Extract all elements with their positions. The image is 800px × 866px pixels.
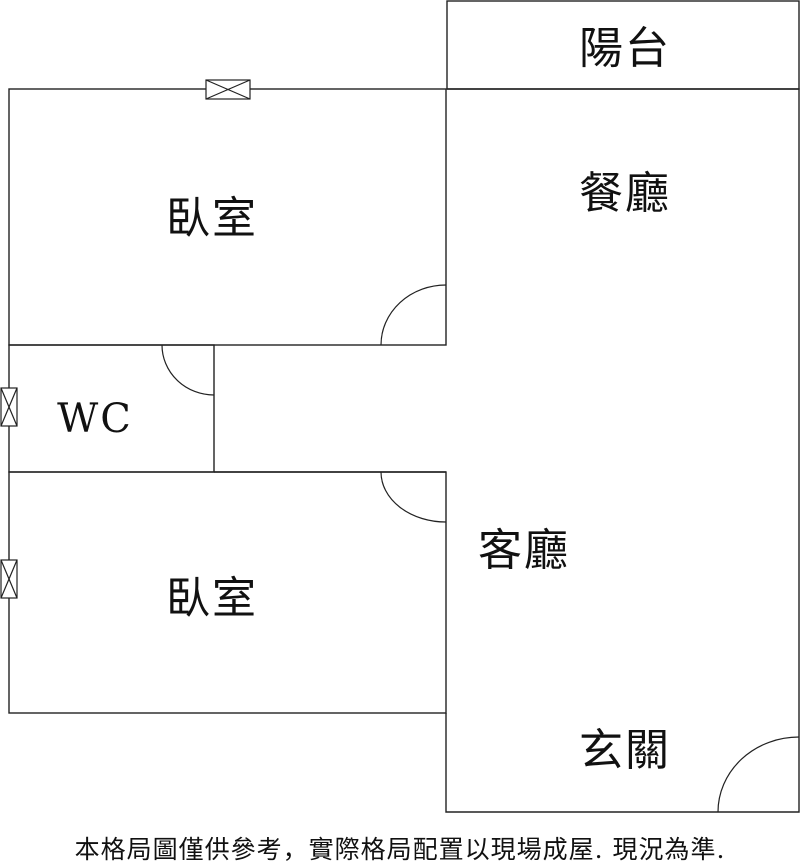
window-icon — [0, 387, 18, 427]
door-swing-icon — [161, 344, 215, 396]
room-label-living: 客廳 — [478, 525, 570, 576]
room-label-wc: WC — [57, 396, 133, 442]
window-icon — [0, 559, 18, 599]
door-swing-icon — [717, 736, 800, 813]
door-swing-icon — [380, 471, 447, 523]
room-label-bedroom-bottom: 臥室 — [166, 573, 258, 624]
room-label-dining: 餐廳 — [579, 168, 671, 219]
room-label-bedroom-top: 臥室 — [166, 193, 258, 244]
window-icon — [205, 79, 251, 100]
living-area-outline — [445, 88, 800, 813]
disclaimer-note: 本格局圖僅供參考，實際格局配置以現場成屋. 現況為準. — [74, 835, 726, 864]
room-label-entrance: 玄關 — [579, 725, 671, 776]
room-label-balcony: 陽台 — [579, 23, 671, 74]
door-swing-icon — [380, 284, 447, 346]
